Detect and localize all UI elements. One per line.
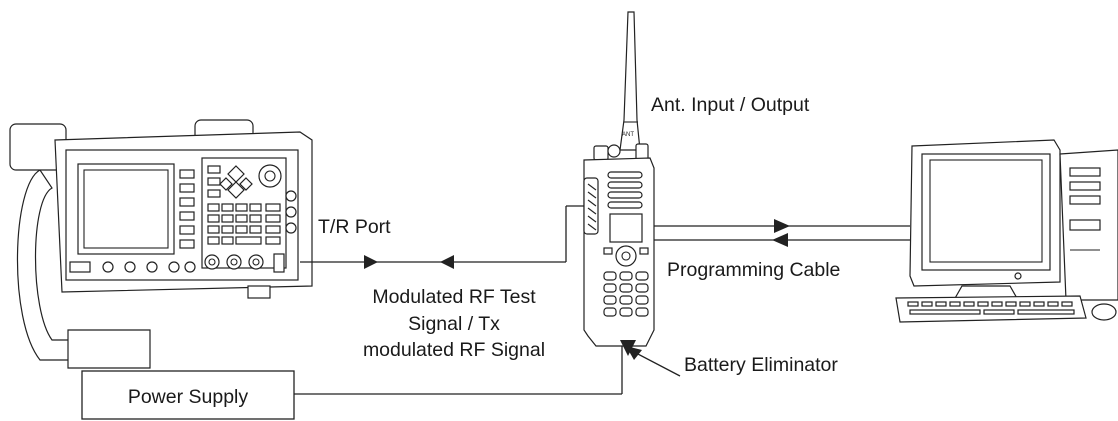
front-connectors (69, 253, 285, 273)
keyboard-keys (907, 301, 1075, 315)
arrow-to-computer (774, 219, 790, 233)
softkeys (179, 169, 195, 249)
power-supply-box (81, 370, 295, 420)
battery-eliminator-label: Battery Eliminator (684, 354, 838, 376)
power-supply-label: Power Supply (128, 386, 249, 408)
keypad-keys (207, 164, 282, 245)
service-monitor-test-set (9, 119, 313, 369)
arrow-to-test-set (440, 255, 454, 269)
svg-text:ANT: ANT (622, 132, 634, 138)
arrow-to-radio-programming (772, 233, 788, 247)
desktop-computer (895, 139, 1118, 323)
tr-port-label: T/R Port (318, 216, 391, 238)
rf-test-cable (300, 205, 584, 269)
portable-radio: ANT (583, 11, 655, 347)
programming-cable-label: Programming Cable (667, 259, 840, 281)
antenna-label: Ant. Input / Output (651, 94, 810, 116)
radio-keypad (603, 271, 649, 317)
signal-label-line2: Signal / Tx (408, 313, 500, 335)
speaker-grille (607, 171, 643, 209)
signal-label-line1: Modulated RF Test (372, 286, 536, 308)
battery-eliminator-leader (633, 351, 681, 377)
signal-label-line3: modulated RF Signal (363, 339, 545, 361)
programming-cable (654, 219, 910, 247)
arrow-to-radio (364, 255, 378, 269)
